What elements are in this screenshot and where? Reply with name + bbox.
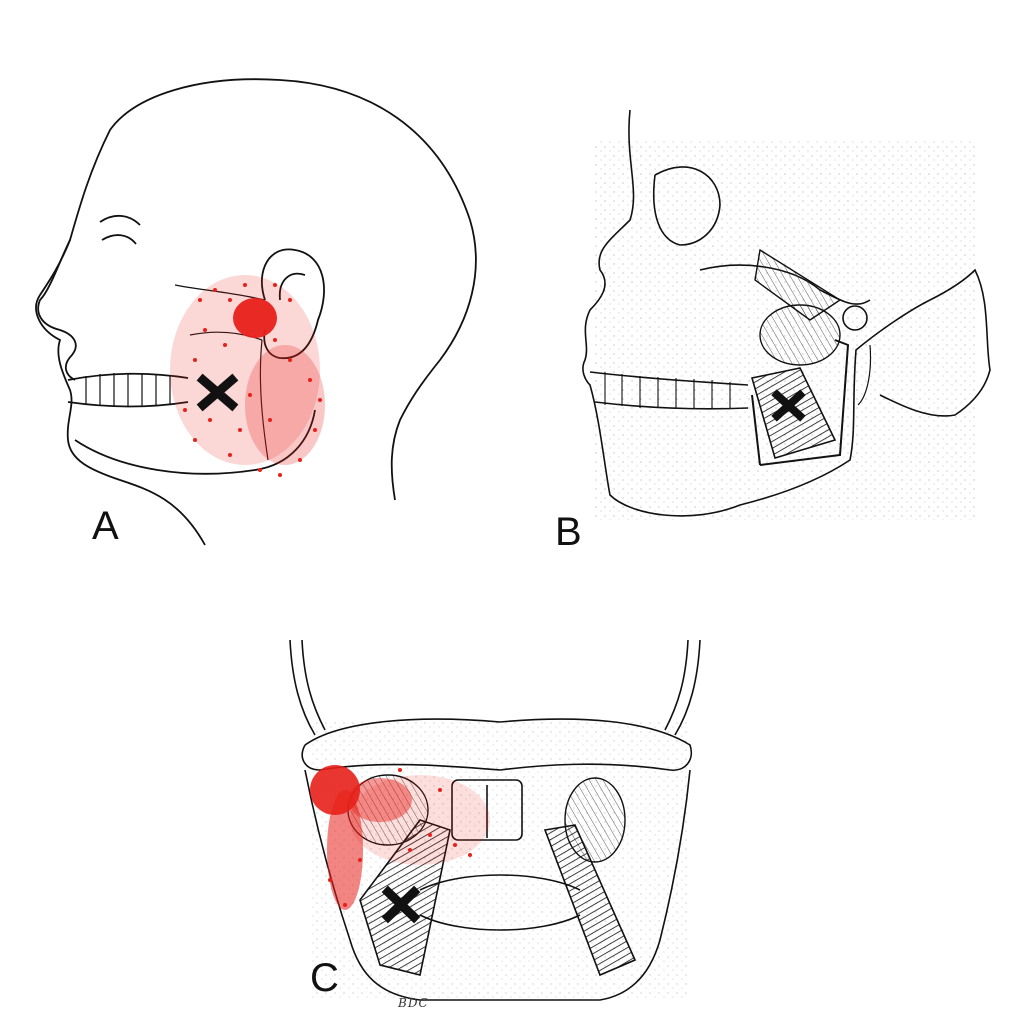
trigger-point-x-icon bbox=[771, 389, 806, 422]
panel-c-label: C bbox=[310, 956, 339, 1000]
panel-a-head-profile bbox=[35, 78, 477, 546]
panel-c-red-dots bbox=[328, 768, 472, 907]
trigger-point-x-icon bbox=[381, 885, 421, 924]
panel-a-referred-pain-zone bbox=[170, 275, 325, 465]
trigger-point-x-icon bbox=[196, 373, 239, 412]
panel-b-lateral-pterygoid bbox=[754, 248, 842, 366]
panel-a-red-dots bbox=[183, 283, 322, 477]
panel-a-label: A bbox=[92, 504, 119, 548]
panel-c-right-medial-pterygoid bbox=[543, 824, 637, 977]
artist-signature: BDC bbox=[398, 996, 429, 1010]
panel-b-label: B bbox=[555, 510, 582, 554]
panel-c-referred-pain-zone bbox=[310, 765, 490, 910]
